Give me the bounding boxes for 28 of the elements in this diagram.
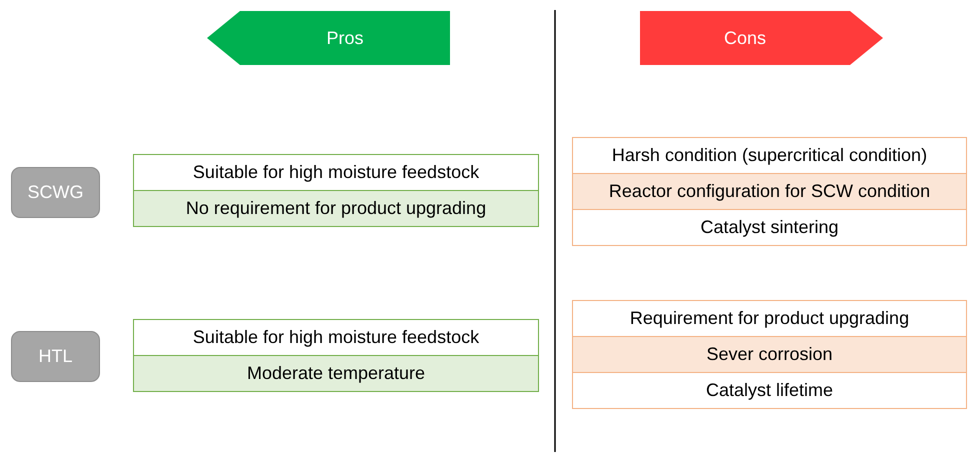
row-text: Cons xyxy=(724,28,766,48)
row-text: Catalyst lifetime xyxy=(706,380,834,401)
category-box xyxy=(11,167,100,218)
pros-row xyxy=(133,355,539,392)
row-text: SCWG xyxy=(28,182,84,203)
cons-row xyxy=(572,173,967,210)
row-text: Suitable for high moisture feedstock xyxy=(192,327,480,348)
cons-row xyxy=(572,137,967,174)
banner-arrow xyxy=(207,11,450,65)
row-text: Requirement for product upgrading xyxy=(630,308,910,329)
row-text: HTL xyxy=(38,346,72,367)
banner-arrow xyxy=(640,11,883,65)
cons-row xyxy=(572,336,967,373)
row-text: Sever corrosion xyxy=(706,344,833,365)
row-text: Pros xyxy=(326,28,364,48)
cons-row xyxy=(572,209,967,246)
cons-row xyxy=(572,300,967,337)
row-text: Reactor configuration for SCW condition xyxy=(608,181,930,202)
row-text: Suitable for high moisture feedstock xyxy=(192,162,480,183)
pros-row xyxy=(133,190,539,227)
row-text: Catalyst sintering xyxy=(700,217,839,238)
cons-row xyxy=(572,372,967,409)
row-text: Moderate temperature xyxy=(246,363,426,384)
category-box xyxy=(11,331,100,382)
pros-row xyxy=(133,319,539,356)
row-text: No requirement for product upgrading xyxy=(186,198,486,219)
row-text: Harsh condition (supercritical condition) xyxy=(612,145,928,166)
pros-row xyxy=(133,154,539,191)
